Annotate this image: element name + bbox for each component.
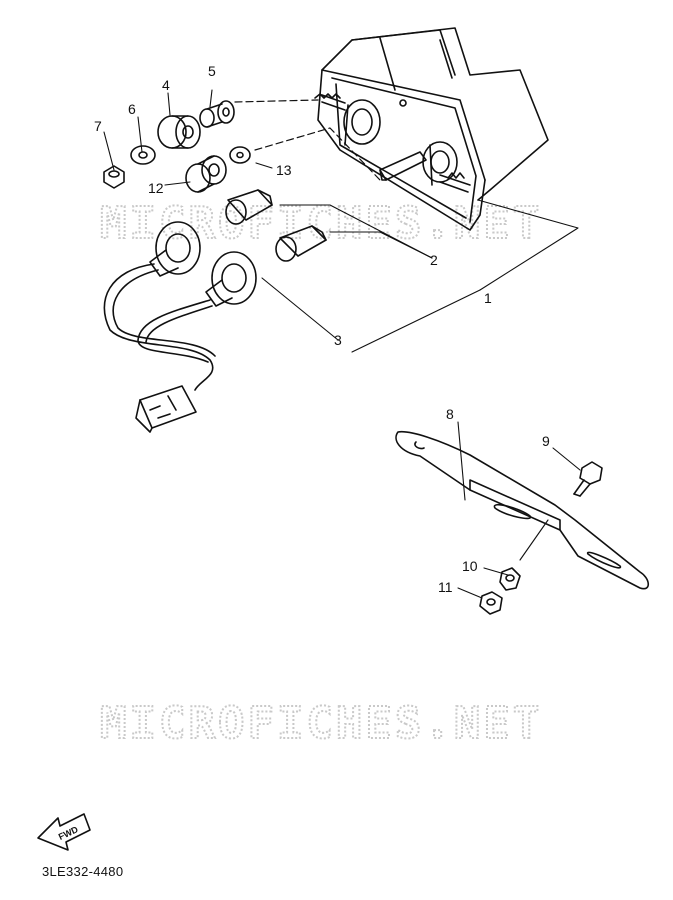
watermark-bottom: MICROFICHES.NET [100,698,542,749]
watermark-top: MICROFICHES.NET [100,198,542,249]
callout-6: 6 [128,101,136,117]
callout-13: 13 [276,162,292,178]
tail-light-housing [314,27,549,231]
nut-7 [103,165,125,189]
washer-6 [130,145,156,165]
bolt-9 [573,461,603,497]
bulb-upper [225,189,273,225]
washer-13 [229,146,251,164]
callout-8: 8 [446,406,454,422]
callout-11: 11 [438,579,453,595]
callout-1: 1 [484,290,492,306]
bulb-lower [275,225,327,262]
callout-5: 5 [208,63,216,79]
socket-harness [103,221,257,433]
callout-9: 9 [542,433,550,449]
grommet-4 [157,115,201,149]
callout-12: 12 [148,180,164,196]
callout-2: 2 [430,252,438,268]
callout-4: 4 [162,77,170,93]
fwd-label: FWD [57,824,80,842]
leader-lines [103,89,581,599]
callout-3: 3 [334,332,342,348]
license-bracket [395,430,650,590]
leader-lines-dashed [234,99,381,181]
callout-7: 7 [94,118,102,134]
callout-10: 10 [462,558,478,574]
fwd-arrow-icon [37,813,91,851]
nut-11 [479,591,503,615]
collar-5 [199,100,235,128]
diagram-code: 3LE332-4480 [42,864,124,879]
nut-10 [499,567,521,591]
grommet-12 [185,155,227,193]
